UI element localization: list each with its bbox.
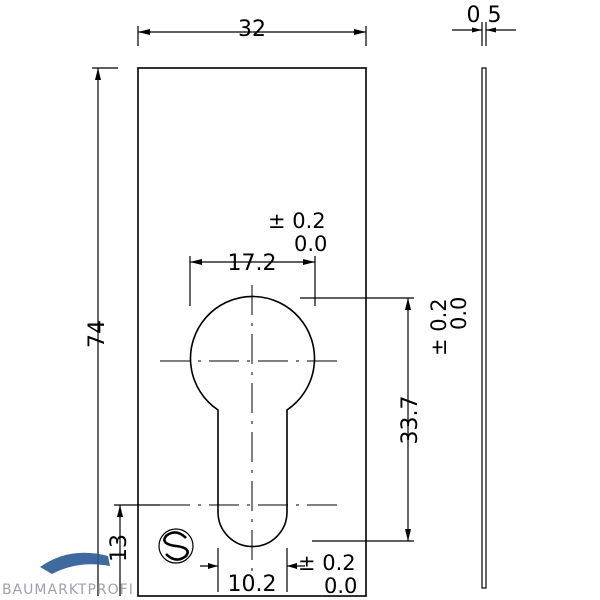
plate-side-profile (481, 67, 487, 589)
width-label: 32 (238, 17, 266, 42)
circle-tolerance-zero: 0.0 (294, 232, 327, 256)
slot-width-label: 10.2 (228, 572, 277, 597)
watermark: BAUMARKTPROFI (2, 552, 134, 598)
thickness-label: 0 5 (467, 3, 502, 28)
keyhole-cutout (189, 295, 316, 548)
height-dimension: 74 (85, 67, 118, 596)
slot-tolerance-plus: ± 0.2 (298, 551, 356, 575)
plate-outline (137, 67, 367, 597)
circle-width-label: 17.2 (228, 251, 277, 276)
height-label: 74 (85, 320, 110, 348)
bottom-offset-dimension: 13 (107, 504, 160, 596)
thickness-dimension: 0 5 (452, 3, 516, 46)
bottom-offset-label: 13 (107, 534, 132, 562)
distance-tolerance-plus: ± 0.2 (427, 298, 451, 356)
watermark-logo-icon (40, 552, 110, 574)
slot-tolerance-zero: 0.0 (324, 574, 357, 598)
center-distance-label: 33.7 (398, 396, 423, 445)
brand-logo-icon (158, 528, 194, 564)
watermark-text: BAUMARKTPROFI (2, 582, 134, 598)
center-distance-dimension: 33.7 ± 0.2 0.0 (300, 297, 471, 542)
slot-width-dimension: 10.2 ± 0.2 0.0 (200, 548, 357, 598)
width-dimension: 32 (137, 17, 367, 46)
distance-tolerance-zero: 0.0 (447, 297, 471, 330)
circle-tolerance-plus: ± 0.2 (268, 209, 326, 233)
circle-width-dimension: 17.2 ± 0.2 0.0 (189, 209, 327, 306)
